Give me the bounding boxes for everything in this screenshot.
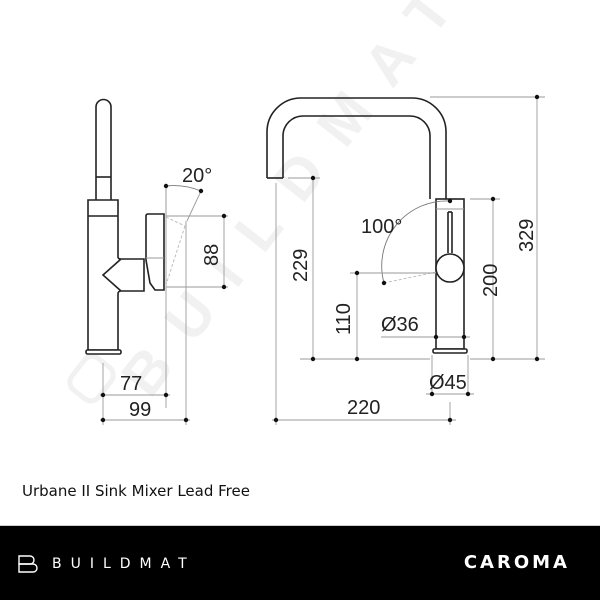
- footer-bar: BUILDMAT CAROMA: [0, 525, 600, 600]
- front-view: 100° 229 110 Ø36 Ø45 200: [266, 94, 545, 425]
- dim-total-height: 329: [516, 219, 538, 252]
- buildmat-wordmark: BUILDMAT: [52, 556, 196, 572]
- side-view: 20° 88 77 99: [85, 98, 228, 425]
- dim-body-height: 200: [480, 264, 502, 297]
- product-title: Urbane II Sink Mixer Lead Free: [22, 482, 250, 500]
- buildmat-b-icon: [18, 555, 38, 573]
- dim-lever-rotation: 100°: [361, 216, 402, 238]
- caroma-logo[interactable]: CAROMA: [463, 552, 570, 573]
- technical-drawing: BUILDMAT 20° 88: [67, 0, 545, 425]
- watermark-icon: [67, 353, 116, 404]
- dim-total-depth: 99: [129, 399, 151, 421]
- dim-lever-offset: 77: [120, 373, 142, 395]
- dim-lever-height-from-base: 110: [333, 303, 355, 335]
- dim-body-diameter: Ø36: [381, 314, 419, 336]
- dim-spout-reach: 220: [347, 397, 380, 419]
- dim-spout-height: 229: [290, 249, 312, 282]
- dim-lever-height: 88: [201, 244, 223, 266]
- dim-lever-angle: 20°: [182, 165, 212, 187]
- dim-base-diameter: Ø45: [429, 372, 467, 394]
- buildmat-logo[interactable]: BUILDMAT: [18, 555, 196, 573]
